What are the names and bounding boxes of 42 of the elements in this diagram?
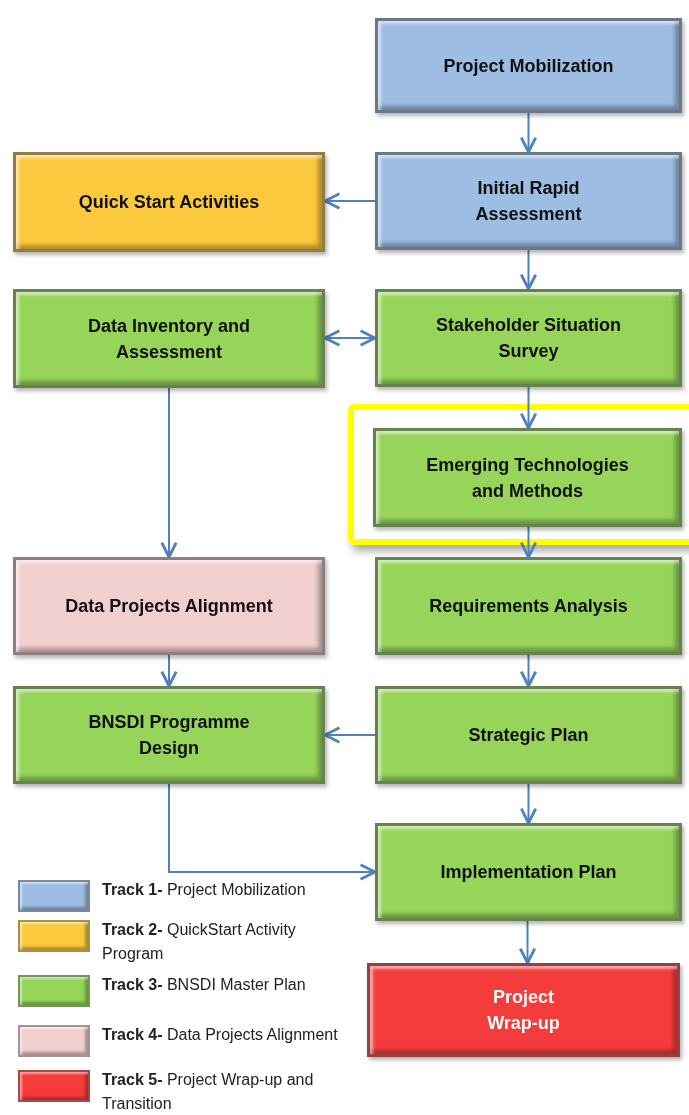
process-box (375, 289, 682, 387)
legend-text: Track 3- BNSDI Master Plan (102, 975, 307, 995)
process-box (13, 152, 325, 252)
legend-text: Track 5- Project Wrap-up and Transition (102, 1070, 315, 1114)
process-box (375, 823, 682, 921)
process-box (373, 428, 682, 527)
legend-text: Track 1- Project Mobilization (102, 880, 307, 900)
process-box (375, 152, 682, 250)
box-label: Emerging Technologies and Methods (425, 453, 630, 503)
box-label: BNSDI Programme Design (87, 711, 251, 760)
box-label: Quick Start Activities (78, 191, 260, 214)
arrow (519, 112, 538, 154)
arrow (323, 192, 376, 210)
arrow (323, 726, 376, 744)
box-label: Data Projects Alignment (65, 595, 273, 618)
process-box (375, 686, 682, 784)
process-box (367, 963, 680, 1057)
box-label: Initial Rapid Assessment (474, 177, 583, 226)
arrow (519, 654, 538, 688)
box-label: Requirements Analysis (429, 595, 628, 618)
arrow (519, 386, 538, 430)
box-label: Project Wrap-up (486, 986, 561, 1035)
box-label: Strategic Plan (468, 724, 589, 747)
arrow (518, 920, 537, 965)
arrow (519, 526, 538, 559)
box-label: Implementation Plan (440, 861, 617, 884)
box-label: Project Mobilization (443, 54, 614, 78)
arrow (160, 387, 178, 559)
arrow (519, 249, 538, 291)
arrow (160, 654, 178, 688)
arrow (519, 783, 538, 825)
box-label: Stakeholder Situation Survey (435, 314, 622, 363)
box-label: Data Inventory and Assessment (86, 314, 251, 364)
legend-text: Track 4- Data Projects Alignment (102, 1025, 339, 1045)
legend-text: Track 2- QuickStart Activity Program (102, 920, 297, 964)
arrow (323, 329, 377, 347)
process-box (13, 289, 325, 388)
process-box (375, 557, 682, 655)
arrow (168, 783, 377, 881)
process-box (375, 18, 682, 113)
process-box (13, 686, 325, 784)
process-box (13, 557, 325, 655)
